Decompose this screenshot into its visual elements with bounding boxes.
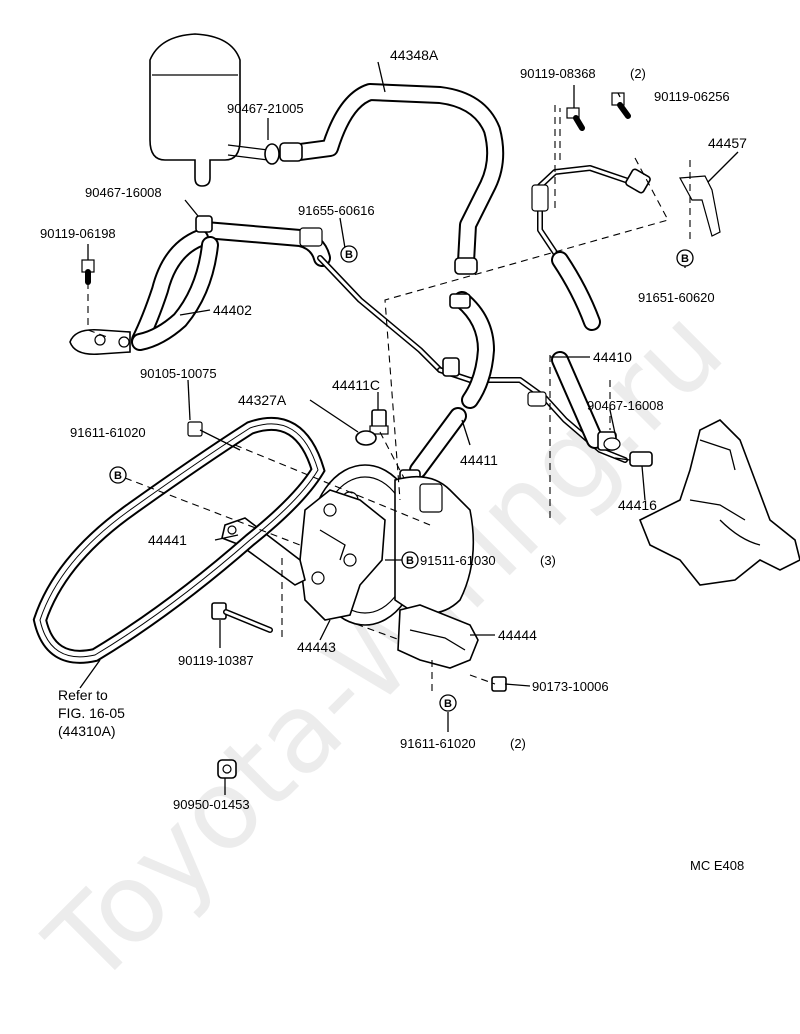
label-44443: 44443 [297,639,336,655]
clip-90467-21005 [264,118,280,165]
svg-text:B: B [444,698,452,710]
watermark: Toyota-Wiring.ru [22,284,747,1009]
diagram-code: MC E408 [690,858,744,873]
union-44416 [614,451,653,467]
svg-text:B: B [406,555,414,567]
label-90467-16008-a: 90467-16008 [85,185,162,200]
label-91511-61030-qty: (3) [540,553,556,568]
label-90105-10075: 90105-10075 [140,366,217,381]
label-90119-10387: 90119-10387 [178,653,254,668]
reservoir-tank [149,33,269,187]
label-44410: 44410 [593,349,632,365]
bracket-44457 [679,175,721,237]
svg-text:B: B [114,470,122,482]
bolt-marker-91611-a: B [109,466,127,484]
label-91651-60620: 91651-60620 [638,290,715,305]
label-90119-08368: 90119-08368 [520,66,596,81]
steering-gear-housing [638,419,800,586]
return-hose-44348a [279,83,505,275]
bolt-90119-08368 [566,107,585,131]
refer-note: Refer to FIG. 16-05 (44310A) [58,687,125,739]
label-44327a: 44327A [238,392,287,408]
label-91611-61020-b-qty: (2) [510,736,526,751]
label-91611-61020-a: 91611-61020 [70,425,146,440]
label-90467-21005: 90467-21005 [227,101,304,116]
hose-44411 [399,291,495,489]
nut-90950-01453 [217,759,237,779]
label-44416: 44416 [618,497,657,513]
refer-note-line2: FIG. 16-05 [58,705,125,721]
label-90119-08368-qty: (2) [630,66,646,81]
refer-note-line1: Refer to [58,687,108,703]
label-90119-06198: 90119-06198 [40,226,116,241]
label-90173-10006: 90173-10006 [532,679,609,694]
label-91511-61030: 91511-61030 [420,553,496,568]
part-labels: 44348A 90119-08368 (2) 90119-06256 90467… [40,47,747,812]
pump-bracket-44443 [299,489,386,621]
label-91655-60616: 91655-60616 [298,203,375,218]
guide-lines [87,105,691,695]
bolt-marker-91651: B [676,249,694,267]
v-belt [32,416,326,664]
label-44348a: 44348A [390,47,439,63]
label-44402: 44402 [213,302,252,318]
bolt-90119-06198 [81,259,95,285]
label-44457: 44457 [708,135,747,151]
label-44444: 44444 [498,627,537,643]
union-bolt-44411c [369,409,389,435]
label-90950-01453: 90950-01453 [173,797,250,812]
label-90119-06256: 90119-06256 [654,89,730,104]
hose-assembly-44402 [69,215,443,373]
label-90467-16008-b: 90467-16008 [587,398,664,413]
pressure-tube-upper [531,165,643,331]
bolt-marker-91511: B [401,551,419,569]
bolt-marker-91655: B [340,245,358,263]
label-44411: 44411 [460,452,498,468]
gasket-44327a [355,430,377,446]
clip-90467-16008-right [603,437,621,451]
refer-note-line3: (44310A) [58,723,116,739]
stay-44444 [397,604,479,669]
bolt-90119-10387 [211,602,273,633]
label-44411c: 44411C [332,377,380,393]
label-44441: 44441 [148,532,187,548]
bolt-marker-91611-b: B [439,694,457,712]
svg-text:B: B [681,253,689,265]
bolt-90105-10075 [187,421,241,451]
label-91611-61020-b: 91611-61020 [400,736,476,751]
adjusting-bar-44441 [221,517,306,586]
svg-text:B: B [345,249,353,261]
